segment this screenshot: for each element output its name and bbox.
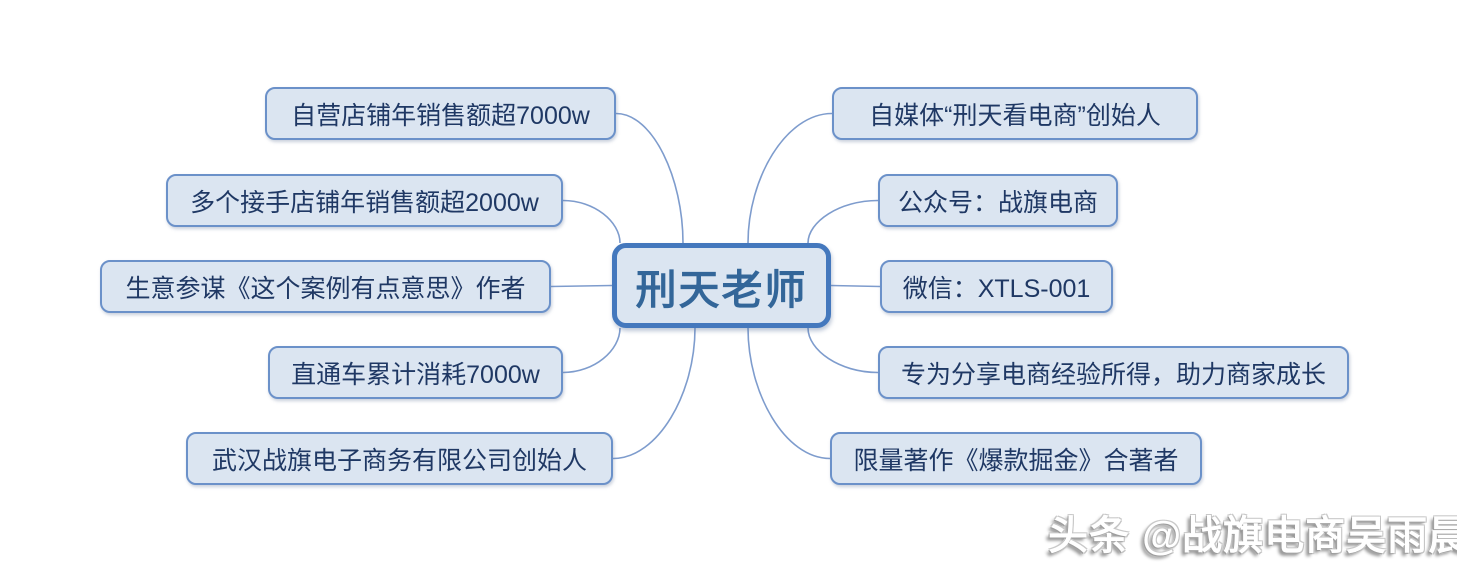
connector-L2 [562,199,621,244]
branch-label: 直通车累计消耗7000w [291,360,540,389]
watermark-toutiao-handle: 头条 @战旗电商吴雨晨 [1048,514,1457,558]
branch-node-mission-statement[interactable]: 专为分享电商经验所得，助力商家成长 [878,346,1349,399]
branch-label: 自营店铺年销售额超7000w [291,101,590,130]
branch-node-takeover-store-sales[interactable]: 多个接手店铺年销售额超2000w [166,174,563,227]
branch-node-company-founder[interactable]: 武汉战旗电子商务有限公司创始人 [186,432,613,485]
connector-L4 [562,327,621,374]
branch-label: 专为分享电商经验所得，助力商家成长 [900,360,1326,389]
branch-node-media-founder[interactable]: 自媒体“刑天看电商”创始人 [832,87,1198,140]
branch-node-book-coauthor[interactable]: 限量著作《爆款掘金》合著者 [830,432,1202,485]
branch-node-self-store-sales[interactable]: 自营店铺年销售额超7000w [265,87,616,140]
connector-R4 [807,327,879,374]
branch-label: 自媒体“刑天看电商”创始人 [869,101,1161,130]
branch-node-wechat-id[interactable]: 微信：XTLS-001 [880,260,1113,313]
connector-L3 [550,284,613,288]
central-topic-node[interactable]: 刑天老师 [612,243,831,328]
central-topic-label: 刑天老师 [635,266,808,313]
connector-L5 [612,327,696,460]
branch-label: 生意参谋《这个案例有点意思》作者 [125,274,526,303]
connector-L1 [615,112,684,244]
branch-label: 限量著作《爆款掘金》合著者 [853,446,1179,475]
connector-R5 [747,327,831,460]
connector-R1 [747,112,833,244]
branch-label: 微信：XTLS-001 [902,274,1091,303]
branch-label: 多个接手店铺年销售额超2000w [190,188,539,217]
branch-node-ztc-spend[interactable]: 直通车累计消耗7000w [268,346,563,399]
connector-R3 [830,284,881,288]
branch-node-sycm-author[interactable]: 生意参谋《这个案例有点意思》作者 [100,260,551,313]
connector-R2 [807,199,879,244]
branch-label: 武汉战旗电子商务有限公司创始人 [211,446,587,475]
branch-label: 公众号：战旗电商 [897,188,1098,217]
branch-node-official-account[interactable]: 公众号：战旗电商 [878,174,1118,227]
